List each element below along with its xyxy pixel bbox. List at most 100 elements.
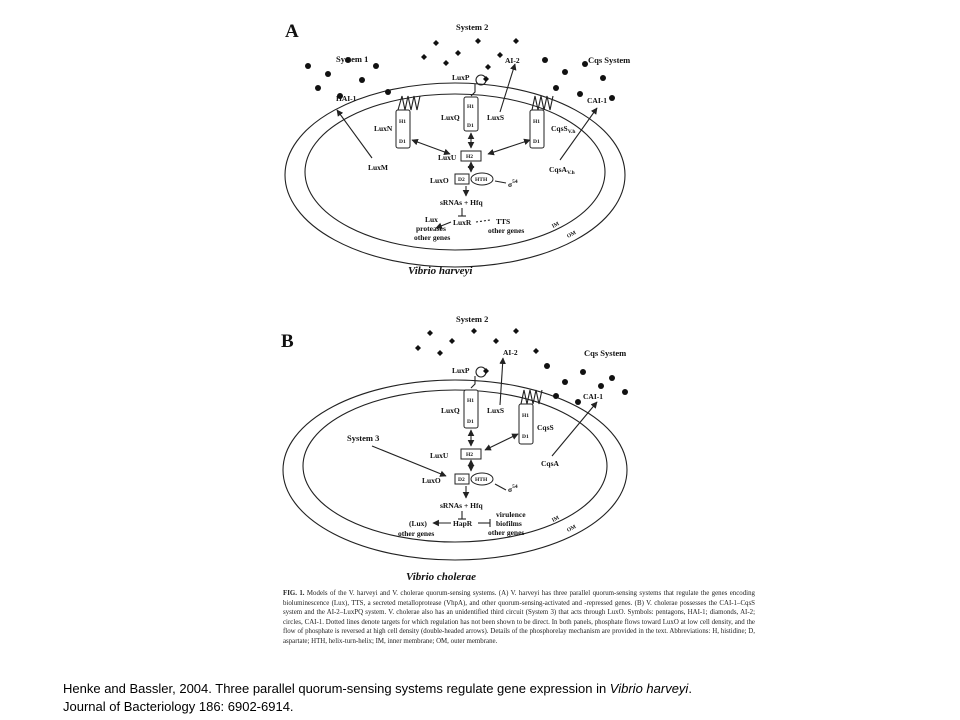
luxs-label-a: LuxS	[487, 113, 504, 122]
luxn-d1: D1	[399, 139, 406, 145]
cqsa-cai1-arrow-b	[551, 401, 598, 457]
cqss-h1-b: H1	[522, 413, 529, 419]
system2-label-b: System 2	[456, 314, 488, 324]
cqss-label-b: CqsS	[537, 423, 554, 432]
luxm-label: LuxM	[368, 163, 388, 172]
cqss-h1-a: H1	[533, 119, 540, 125]
cqss-luxu-arrow-b	[484, 433, 519, 451]
im-label-a: IM	[551, 221, 561, 230]
species-label-a: Vibrio harveyi	[408, 265, 473, 277]
luxo-hth-b	[470, 472, 494, 486]
luxs-ai2-arrow-a	[499, 63, 517, 113]
cai1-circles-b	[544, 363, 628, 405]
luxq-d1-a: D1	[467, 123, 474, 129]
luxn-h1: H1	[399, 119, 406, 125]
om-label-b: OM	[566, 524, 578, 534]
other-genes-right-b: other genes	[488, 528, 524, 537]
luxn-tm-helices	[397, 95, 421, 111]
panel-a-letter: A	[285, 21, 299, 42]
cqss-luxu-arrow-a	[487, 138, 531, 156]
luxq-d1-b: D1	[467, 419, 474, 425]
luxm-hai1-arrow	[336, 109, 373, 159]
cqss-d1-a: D1	[533, 139, 540, 145]
cqss-receptor-a	[529, 109, 545, 149]
ai2-diamonds-a	[421, 38, 519, 70]
ai2-diamonds-b	[415, 328, 539, 356]
srnas-label-b: sRNAs + Hfq	[440, 501, 483, 510]
legend-fig-label: FIG. 1.	[283, 590, 305, 597]
citation-species: Vibrio harveyi	[609, 681, 689, 696]
luxu-label-a: LuxU	[438, 153, 457, 162]
luxo-d2-b	[454, 473, 470, 485]
cqss-d1-b: D1	[522, 434, 529, 440]
sigma-link-b	[494, 483, 507, 491]
cqs-system-label-a: Cqs System	[588, 55, 630, 65]
cqss-receptor-b	[518, 403, 534, 445]
luxq-receptor-b	[463, 389, 479, 429]
outer-membrane-a	[284, 82, 626, 268]
system3-luxo-arrow	[371, 445, 447, 477]
sigma-link-a	[494, 180, 507, 184]
luxo-hth-label-b: HTH	[475, 477, 488, 483]
cqss-tm-helices-b	[520, 389, 543, 405]
hai1-pentagons	[305, 57, 391, 99]
panel-b-letter: B	[281, 331, 294, 352]
cqsa-label-b: CqsA	[541, 459, 560, 468]
ai2-label-a: AI-2	[505, 56, 520, 65]
system2-label-a: System 2	[456, 22, 488, 32]
ai2-label-b: AI-2	[503, 348, 518, 357]
lux-line3-a: other genes	[414, 233, 450, 242]
luxs-label-b: LuxS	[487, 406, 504, 415]
panel-a: A IM OM	[284, 21, 630, 277]
tts-label-a: TTS	[496, 217, 510, 226]
luxr-label-a: LuxR	[453, 218, 472, 227]
outer-membrane-b	[282, 379, 628, 561]
luxp-label-a: LuxP	[452, 73, 470, 82]
biofilms-label: biofilms	[496, 519, 522, 528]
luxo-hth-a	[470, 172, 494, 186]
cai1-circles-a	[542, 57, 615, 101]
lux-paren-label: (Lux)	[409, 519, 427, 528]
cai1-label-a: CAI-1	[587, 96, 607, 105]
luxo-d2-a	[454, 173, 470, 185]
luxr-tts-dotted	[475, 219, 491, 223]
luxn-luxu-arrow	[411, 138, 451, 156]
luxq-receptor-a	[463, 96, 479, 132]
luxq-label-a: LuxQ	[441, 113, 460, 122]
luxo-label-b: LuxO	[422, 476, 441, 485]
inner-membrane-a	[304, 93, 606, 251]
om-label-a: OM	[566, 230, 578, 240]
legend-text: Models of the V. harveyi and V. cholerae…	[283, 590, 755, 645]
figure-legend: FIG. 1. Models of the V. harveyi and V. …	[283, 589, 755, 647]
species-label-b: Vibrio cholerae	[406, 571, 476, 583]
other-genes-left-b: other genes	[398, 529, 434, 538]
citation-journal: Journal of Bacteriology 186: 6902-6914.	[63, 699, 294, 714]
inner-membrane-b	[302, 389, 608, 543]
cqss-label-a: CqsSV.h	[551, 124, 575, 135]
luxo-d2-label-b: D2	[458, 477, 465, 483]
cai1-label-b: CAI-1	[583, 392, 603, 401]
luxn-label: LuxN	[374, 124, 393, 133]
luxu-h2-a: H2	[466, 154, 473, 160]
cqss-tm-helices-a	[531, 95, 554, 111]
luxp-label-b: LuxP	[452, 366, 470, 375]
luxn-receptor	[395, 109, 411, 149]
luxo-label-a: LuxO	[430, 176, 449, 185]
other-genes-label-a: other genes	[488, 226, 524, 235]
sigma-label-a: σ54	[508, 179, 518, 189]
luxo-hth-label-a: HTH	[475, 177, 488, 183]
cqsa-cai1-arrow-a	[559, 107, 598, 161]
luxq-h1-a: H1	[467, 104, 474, 110]
citation-authors: Henke and Bassler, 2004. Three parallel …	[63, 681, 610, 696]
cqsa-label-a: CqsAV.h	[549, 165, 575, 176]
cqs-system-label-b: Cqs System	[584, 348, 626, 358]
lux-line2-a: proteases	[416, 224, 446, 233]
luxq-label-b: LuxQ	[441, 406, 460, 415]
luxq-linker-b	[470, 376, 476, 389]
system3-label: System 3	[347, 433, 379, 443]
lux-line1-a: Lux	[425, 215, 438, 224]
luxu-label-b: LuxU	[430, 451, 449, 460]
luxu-h2-b: H2	[466, 452, 473, 458]
hapr-label: HapR	[453, 519, 473, 528]
